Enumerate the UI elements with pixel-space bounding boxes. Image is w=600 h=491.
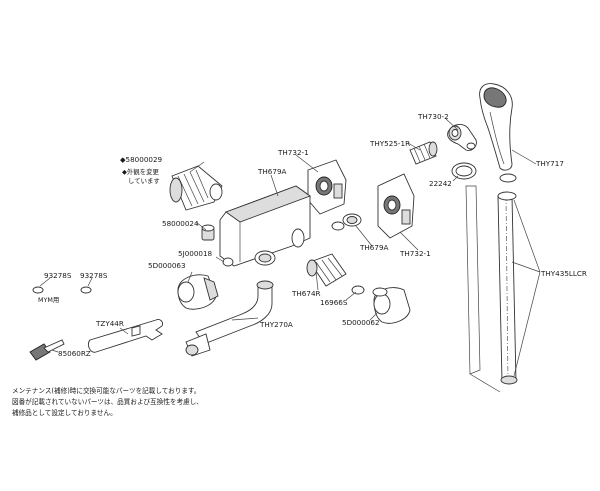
slide-bar bbox=[465, 185, 501, 393]
label-58000029: ◆58000029 bbox=[120, 155, 163, 164]
maintenance-note: メンテナンス(補修)時に交換可能なパーツを記載しております。 図番が記載されてい… bbox=[12, 386, 203, 417]
check-valve-th674r bbox=[306, 253, 347, 287]
wrench-tzy44r bbox=[87, 319, 163, 353]
label-th679a-left: TH679A bbox=[257, 167, 287, 176]
label-thy717: THY717 bbox=[535, 159, 564, 168]
label-thy435llcr: THY435LLCR bbox=[540, 269, 587, 278]
ring-93278s-1 bbox=[32, 286, 44, 294]
note-appearance-changed-2: しています bbox=[128, 177, 160, 185]
label-mym: MYM用 bbox=[38, 296, 59, 304]
shower-hose bbox=[497, 173, 518, 385]
label-thy270a: THY270A bbox=[259, 320, 293, 329]
label-93278s-1: 93278S bbox=[44, 271, 72, 280]
mixer-body bbox=[219, 185, 311, 267]
label-58000024: 58000024 bbox=[162, 219, 199, 228]
part-labels: TH730-2 THY717 THY525-1R TH732-1 22242 T… bbox=[38, 112, 587, 358]
threaded-connector-thy525 bbox=[409, 141, 438, 165]
clip-5j000018 bbox=[222, 257, 234, 267]
label-thy525-1r: THY525-1R bbox=[369, 139, 410, 148]
o-ring-16966s bbox=[351, 285, 365, 295]
label-th674r: TH674R bbox=[291, 289, 321, 298]
o-ring-th679a-right bbox=[331, 213, 362, 231]
label-th732-1-bottom: TH732-1 bbox=[399, 249, 431, 258]
note-line-1: メンテナンス(補修)時に交換可能なパーツを記載しております。 bbox=[12, 386, 200, 395]
shower-head bbox=[479, 83, 513, 171]
spout-thy270a bbox=[185, 280, 274, 357]
hose-elbow bbox=[447, 124, 477, 151]
ring-93278s-2 bbox=[80, 286, 92, 294]
label-th730-2: TH730-2 bbox=[417, 112, 449, 121]
leader-lines bbox=[39, 118, 541, 377]
right-handle bbox=[372, 287, 411, 324]
label-tzy44r: TZY44R bbox=[95, 319, 124, 328]
label-93278s-2: 93278S bbox=[80, 271, 108, 280]
label-5j000018: 5J000018 bbox=[178, 249, 213, 258]
label-th732-1-top: TH732-1 bbox=[277, 148, 309, 157]
label-85060rz: 85060RZ bbox=[58, 349, 91, 358]
label-5d000062: 5D000062 bbox=[342, 318, 380, 327]
thermostat-cartridge bbox=[169, 165, 223, 211]
right-valve-block bbox=[377, 173, 415, 239]
label-th679a-right: TH679A bbox=[359, 243, 389, 252]
cap-58000024 bbox=[201, 224, 215, 241]
o-ring-22242 bbox=[451, 162, 477, 180]
middle-valve-block bbox=[307, 159, 347, 215]
note-line-3: 補修品として設定しておりません。 bbox=[12, 408, 117, 417]
left-handle bbox=[177, 274, 219, 310]
note-appearance-changed-1: ◆外観を変更 bbox=[122, 167, 159, 176]
label-16966s: 16966S bbox=[320, 298, 348, 307]
key-85060rz bbox=[29, 339, 65, 361]
label-5d000063: 5D000063 bbox=[148, 261, 186, 270]
note-line-2: 図番が記載されていないパーツは、品質および互換性を考慮し、 bbox=[12, 397, 203, 406]
label-22242: 22242 bbox=[429, 179, 452, 188]
